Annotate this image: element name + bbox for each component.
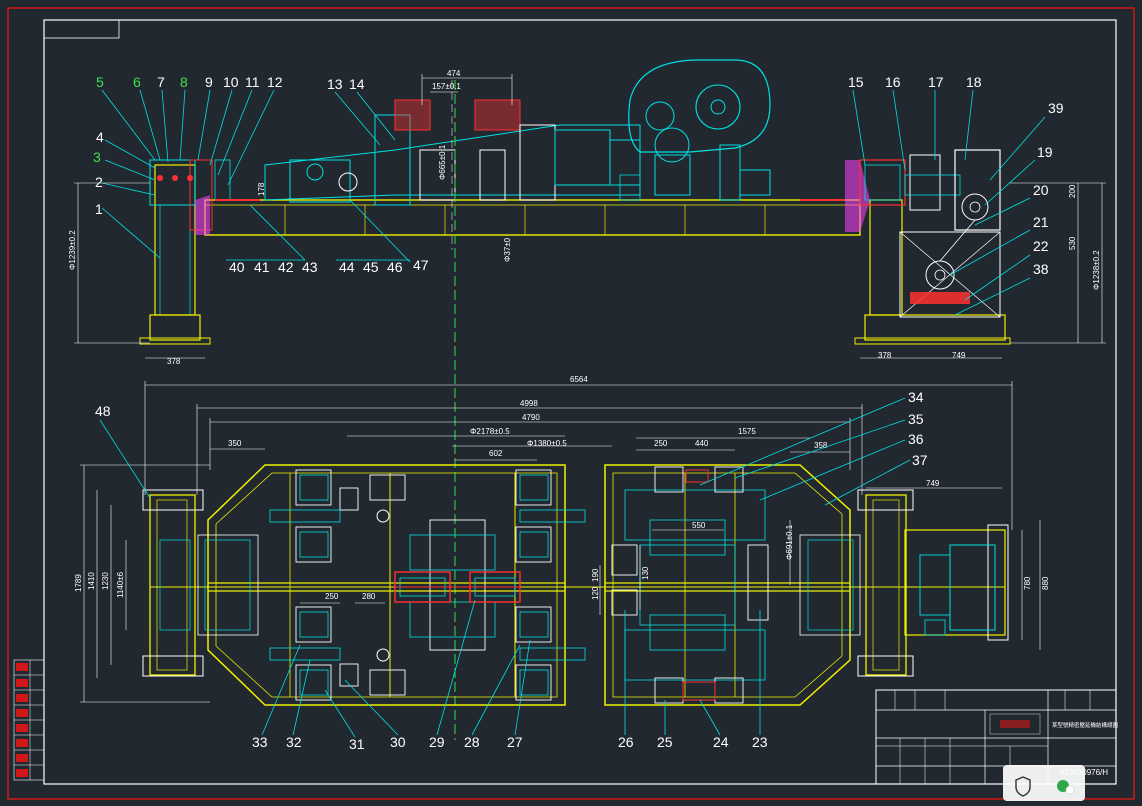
part-label-28: 28 — [464, 734, 480, 750]
part-label-8: 8 — [180, 74, 188, 90]
dim-350-left: 350 — [228, 439, 242, 448]
dim-1238-right: Φ1238±0.2 — [1092, 250, 1101, 290]
part-label-38: 38 — [1033, 261, 1049, 277]
part-label-33: 33 — [252, 734, 268, 750]
part-label-23: 23 — [752, 734, 768, 750]
dim-280: 280 — [362, 592, 376, 601]
part-label-41: 41 — [254, 259, 270, 275]
dim-157: 157±0.1 — [432, 82, 461, 91]
part-label-25: 25 — [657, 734, 673, 750]
part-label-15: 15 — [848, 74, 864, 90]
dim-440: 440 — [695, 439, 709, 448]
dim-378-left: 378 — [167, 357, 181, 366]
part-label-48: 48 — [95, 403, 111, 419]
part-label-16: 16 — [885, 74, 901, 90]
dim-1410: 1410 — [87, 572, 96, 590]
dim-378-right: 378 — [878, 351, 892, 360]
part-label-21: 21 — [1033, 214, 1049, 230]
part-label-14: 14 — [349, 76, 365, 92]
part-label-29: 29 — [429, 734, 445, 750]
part-label-3: 3 — [93, 149, 101, 165]
title-text: 某型號精密壓延機結構總圖 — [1052, 721, 1119, 729]
dim-474: 474 — [447, 69, 461, 78]
dim-190: 190 — [591, 568, 600, 582]
part-label-35: 35 — [908, 411, 924, 427]
part-label-2: 2 — [95, 174, 103, 190]
part-label-17: 17 — [928, 74, 944, 90]
dim-1380: Φ1380±0.5 — [527, 439, 567, 448]
part-label-10: 10 — [223, 74, 239, 90]
part-label-40: 40 — [229, 259, 245, 275]
part-label-13: 13 — [327, 76, 343, 92]
part-label-43: 43 — [302, 259, 318, 275]
part-label-4: 4 — [96, 129, 104, 145]
dim-1789: 1789 — [74, 574, 83, 592]
dim-1239-left: Φ1239±0.2 — [68, 230, 77, 270]
part-label-39: 39 — [1048, 100, 1064, 116]
dim-602: 602 — [489, 449, 503, 458]
dim-749-plan: 749 — [926, 479, 940, 488]
part-label-30: 30 — [390, 734, 406, 750]
dim-130: 130 — [641, 566, 650, 580]
dim-780: 780 — [1023, 576, 1032, 590]
dim-178: 178 — [257, 182, 266, 196]
part-label-19: 19 — [1037, 144, 1053, 160]
part-label-5: 5 — [96, 74, 104, 90]
part-label-22: 22 — [1033, 238, 1049, 254]
dim-6564: 6564 — [570, 375, 588, 384]
part-label-32: 32 — [286, 734, 302, 750]
elevation-view — [139, 59, 1011, 345]
part-label-24: 24 — [713, 734, 729, 750]
part-label-44: 44 — [339, 259, 355, 275]
revision-strip — [13, 659, 45, 781]
overlay-panel — [1003, 765, 1085, 801]
dim-691: Φ691±0.1 — [785, 524, 794, 560]
inner-frame — [43, 19, 1117, 785]
part-label-36: 36 — [908, 431, 924, 447]
dim-880: 880 — [1041, 576, 1050, 590]
dim-1230: 1230 — [101, 572, 110, 590]
dim-530: 530 — [1068, 236, 1077, 250]
outer-border — [7, 7, 1135, 800]
part-label-12: 12 — [267, 74, 283, 90]
dim-37: Φ37±0 — [503, 237, 512, 262]
part-label-42: 42 — [278, 259, 294, 275]
dim-250-top: 250 — [654, 439, 668, 448]
part-label-1: 1 — [95, 201, 103, 217]
part-label-46: 46 — [387, 259, 403, 275]
plan-view: 6564 4998 4790 Φ2178±0.5 Φ1380±0.5 350 1… — [74, 375, 1050, 706]
part-label-9: 9 — [205, 74, 213, 90]
part-label-11: 11 — [245, 74, 260, 90]
part-label-34: 34 — [908, 389, 924, 405]
part-label-6: 6 — [133, 74, 141, 90]
part-label-37: 37 — [912, 452, 928, 468]
part-label-18: 18 — [966, 74, 982, 90]
part-label-47: 47 — [413, 257, 429, 273]
part-label-26: 26 — [618, 734, 634, 750]
dim-1575: 1575 — [738, 427, 756, 436]
dim-1140: 1140±6 — [116, 571, 125, 598]
part-label-27: 27 — [507, 734, 523, 750]
dim-749-top: 749 — [952, 351, 966, 360]
dim-665: Φ665±0.1 — [438, 144, 447, 180]
dim-550: 550 — [692, 521, 706, 530]
shield-icon[interactable] — [1015, 776, 1031, 797]
part-label-7: 7 — [157, 74, 165, 90]
dim-200: 200 — [1068, 184, 1077, 198]
dim-358: 358 — [814, 441, 828, 450]
corner-stamp-box — [43, 19, 120, 39]
plan-labels: 48 34 35 36 37 33 32 31 30 29 28 27 26 2… — [95, 389, 928, 752]
elevation-labels: 1 2 3 4 5 6 7 8 9 10 11 12 13 14 15 16 1… — [68, 69, 1106, 366]
part-label-45: 45 — [363, 259, 379, 275]
dim-4998: 4998 — [520, 399, 538, 408]
dim-4790: 4790 — [522, 413, 540, 422]
part-label-20: 20 — [1033, 182, 1049, 198]
part-label-31: 31 — [349, 736, 365, 752]
dim-120: 120 — [591, 586, 600, 600]
dim-2178: Φ2178±0.5 — [470, 427, 510, 436]
dim-250-plan: 250 — [325, 592, 339, 601]
